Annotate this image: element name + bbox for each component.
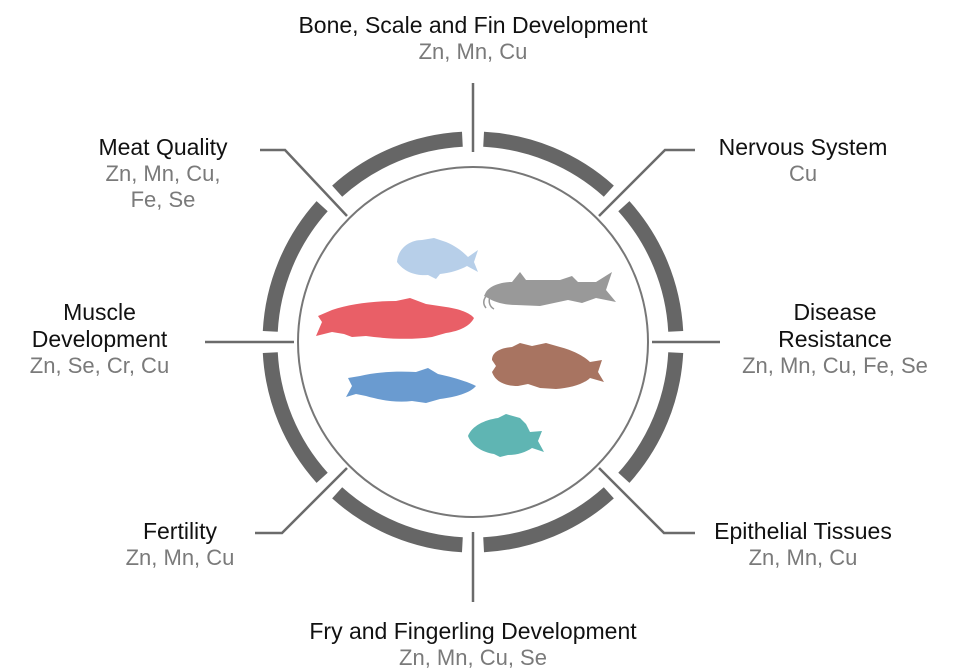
segment-title: Fertility (142, 518, 218, 544)
segment-title: Nervous System (718, 134, 888, 160)
ring-segment (618, 201, 684, 332)
segment-title-line2: Resistance (778, 326, 892, 353)
fish-group (316, 238, 616, 457)
ring-segment (618, 352, 684, 483)
segment-title: Epithelial Tissues (714, 518, 892, 544)
catfish-barbel (483, 293, 495, 310)
outer-ring (262, 131, 684, 553)
salmon-icon (316, 298, 474, 339)
segment-elements: Zn, Mn, Cu, Se (399, 645, 547, 671)
segment-title: Fry and Fingerling Development (309, 618, 637, 644)
segment-title-line1: Disease (793, 299, 877, 325)
segment-elements-line1: Zn, Mn, Cu, (105, 161, 221, 187)
label-muscle-development: Muscle Development Zn, Se, Cr, Cu (2, 299, 197, 379)
leader-meat-quality (260, 148, 348, 217)
segment-elements: Zn, Mn, Cu (748, 545, 858, 571)
label-fry-fingerling: Fry and Fingerling Development Zn, Mn, C… (213, 618, 733, 671)
leader-epithelial-tissues (598, 467, 695, 535)
catfish-icon (480, 272, 616, 310)
ring-segment (483, 487, 614, 553)
inner-circle (297, 166, 649, 518)
segment-title: Bone, Scale and Fin Development (298, 12, 648, 38)
segment-title-line2: Development (31, 326, 168, 353)
segment-elements: Zn, Mn, Cu (125, 545, 235, 571)
segment-elements-line2: Fe, Se (130, 187, 196, 213)
ring-segment (262, 201, 328, 332)
ring-segment (483, 131, 614, 197)
segment-elements: Cu (788, 161, 818, 187)
grouper-icon (492, 343, 604, 389)
label-fertility: Fertility Zn, Mn, Cu (100, 518, 260, 571)
trout-icon (346, 368, 476, 403)
segment-elements: Zn, Se, Cr, Cu (29, 353, 170, 379)
label-nervous-system: Nervous System Cu (693, 134, 913, 187)
segment-title: Meat Quality (98, 134, 228, 160)
label-meat-quality: Meat Quality Zn, Mn, Cu, Fe, Se (70, 134, 256, 213)
leader-nervous-system (598, 148, 695, 217)
segment-title-line1: Muscle (63, 299, 136, 325)
leader-lines (205, 83, 720, 602)
ring-segment (332, 487, 463, 553)
segment-elements: Zn, Mn, Cu, Fe, Se (742, 353, 928, 379)
segment-elements: Zn, Mn, Cu (418, 39, 528, 65)
label-epithelial-tissues: Epithelial Tissues Zn, Mn, Cu (685, 518, 921, 571)
label-disease-resistance: Disease Resistance Zn, Mn, Cu, Fe, Se (720, 299, 950, 379)
ring-segment (332, 131, 463, 197)
bream-fish-icon (397, 238, 478, 279)
tilapia-icon (468, 414, 544, 457)
label-bone-scale-fin: Bone, Scale and Fin Development Zn, Mn, … (223, 12, 723, 65)
ring-segment (262, 352, 328, 483)
leader-fertility (255, 467, 348, 535)
